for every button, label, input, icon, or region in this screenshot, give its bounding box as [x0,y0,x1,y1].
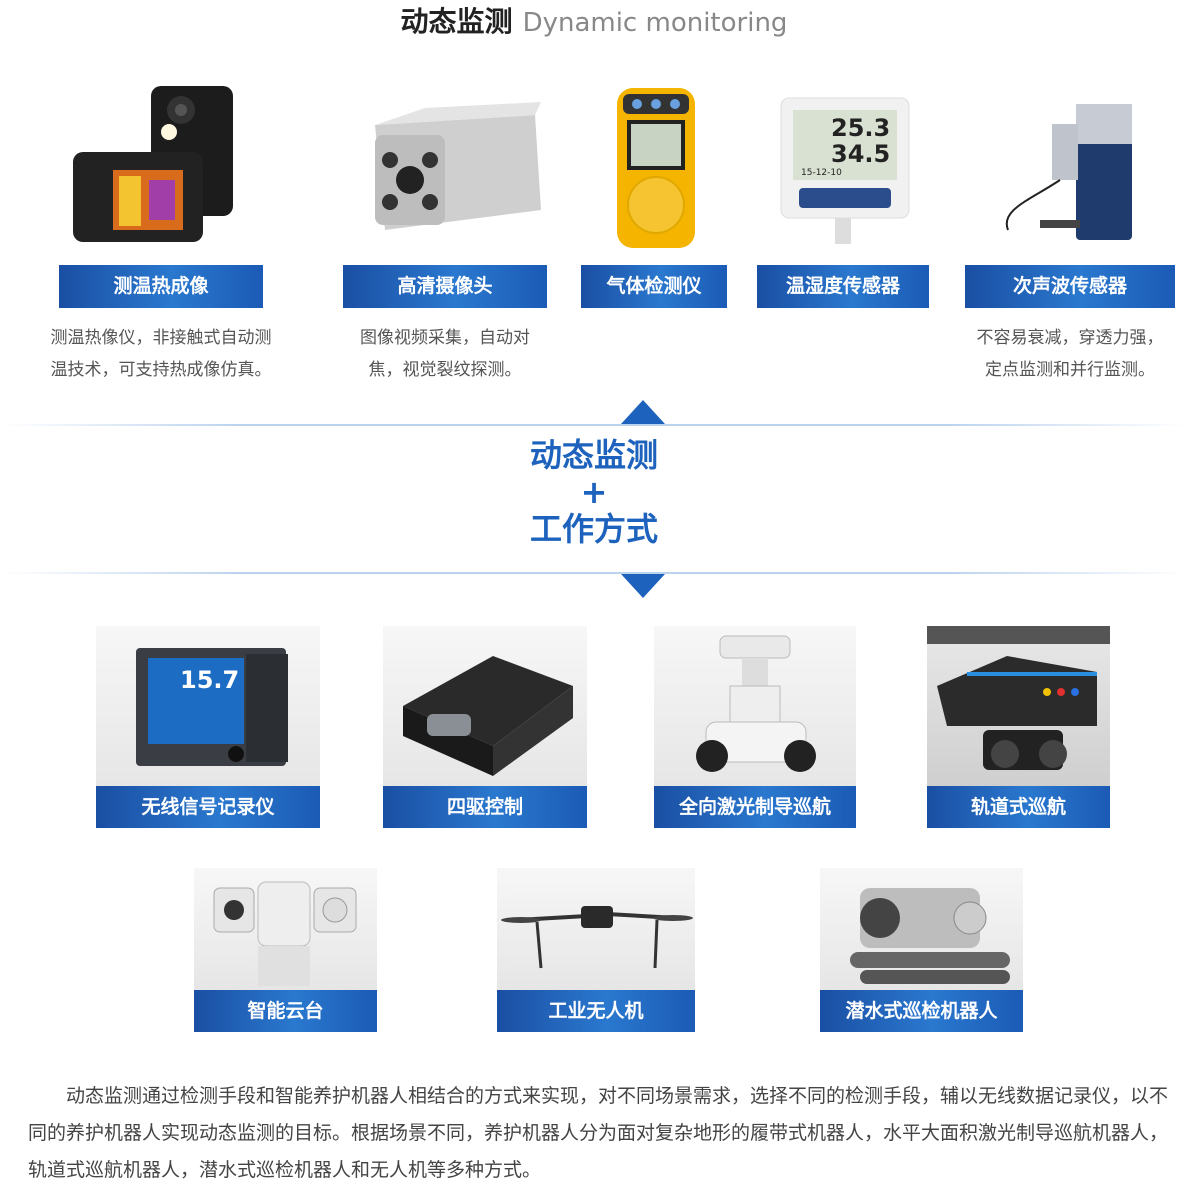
robot-label: 无线信号记录仪 [96,786,320,828]
humidity-readout: 34.5 [831,140,891,168]
center-line1: 动态监测 [529,436,658,474]
description-paragraph: 动态监测通过检测手段和智能养护机器人相结合的方式来实现，对不同场景需求，选择不同… [28,1085,1169,1181]
ptz-camera-icon [194,868,377,990]
triangle-up-icon [621,400,665,424]
page-title: 动态监测 Dynamic monitoring [0,2,1188,43]
sensor-label: 测温热成像 [59,265,263,308]
divider-top [0,424,1188,426]
hd-camera-icon [345,80,545,250]
humidity-sensor-icon: 25.3 34.5 15-12-10 [773,80,913,250]
center-heading: 动态监测 + 工作方式 [0,436,1188,548]
robot-signal-recorder: 15.7 无线信号记录仪 [96,626,320,828]
rail-robot-icon [927,626,1110,786]
divider-bottom [0,572,1188,574]
robot-rail: 轨道式巡航 [927,626,1110,828]
infrasound-sensor-icon [990,80,1150,250]
sensor-label: 高清摄像头 [343,265,547,308]
robot-tracked: 四驱控制 [383,626,587,828]
temp-readout: 25.3 [831,114,891,142]
center-plus: + [580,473,608,511]
recorder-readout: 15.7 [180,666,240,694]
sensor-infrasound: 次声波传感器 不容易衰减，穿透力强， 定点监测和并行监测。 [960,80,1180,386]
tracked-robot-icon [383,626,587,786]
sensor-label: 次声波传感器 [965,265,1175,308]
sensor-desc: 测温热像仪，非接触式自动测 温技术，可支持热成像仿真。 [50,328,272,380]
underwater-robot-icon [820,868,1023,990]
sensor-desc: 图像视频采集，自动对 焦，视觉裂纹探测。 [360,328,530,380]
sensor-gas: 气体检测仪 [578,80,730,308]
triangle-down-icon [621,574,665,598]
robot-drone: 工业无人机 [497,868,695,1032]
drone-icon [497,868,695,990]
robot-label: 轨道式巡航 [927,786,1110,828]
sensor-desc: 不容易衰减，穿透力强， 定点监测和并行监测。 [976,328,1164,380]
thermal-camera-icon [71,80,251,250]
sensor-label: 温湿度传感器 [757,265,929,308]
robot-label: 智能云台 [194,990,377,1032]
robot-label: 四驱控制 [383,786,587,828]
sensor-thermal: 测温热成像 测温热像仪，非接触式自动测 温技术，可支持热成像仿真。 [30,80,292,386]
robot-underwater: 潜水式巡检机器人 [820,868,1023,1032]
gas-detector-icon [599,80,709,250]
title-cn: 动态监测 [400,5,513,38]
laser-guided-robot-icon [654,626,856,786]
robot-label: 潜水式巡检机器人 [820,990,1023,1032]
sensor-hd-camera: 高清摄像头 图像视频采集，自动对 焦，视觉裂纹探测。 [330,80,560,386]
center-line2: 工作方式 [529,510,658,548]
signal-recorder-icon: 15.7 [96,626,320,786]
robot-label: 工业无人机 [497,990,695,1032]
date-readout: 15-12-10 [801,168,842,178]
robot-label: 全向激光制导巡航 [654,786,856,828]
robot-ptz: 智能云台 [194,868,377,1032]
robot-laser: 全向激光制导巡航 [654,626,856,828]
title-en: Dynamic monitoring [522,8,788,38]
sensor-label: 气体检测仪 [581,265,727,308]
sensor-humidity: 25.3 34.5 15-12-10 温湿度传感器 [757,80,929,308]
